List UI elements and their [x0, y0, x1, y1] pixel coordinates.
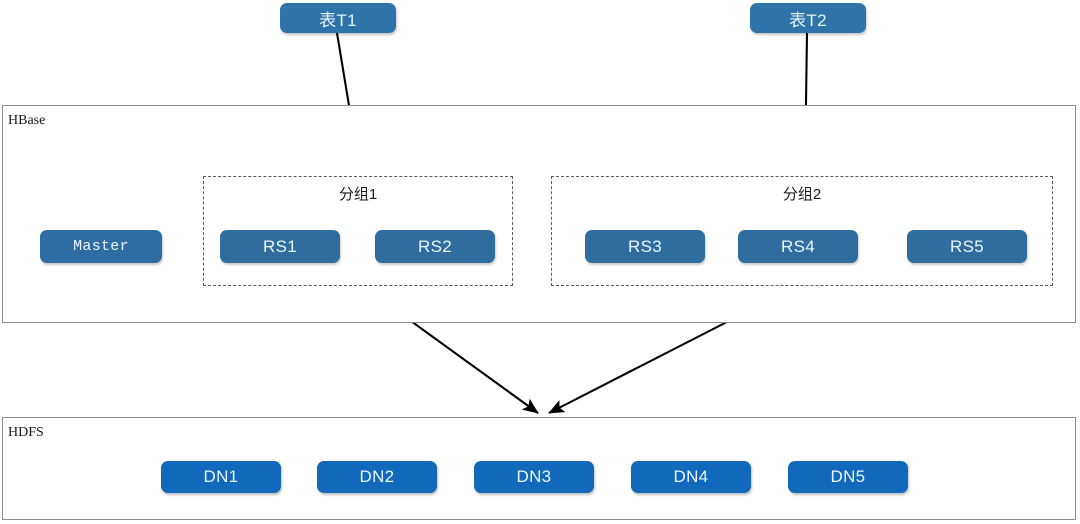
master-node[interactable]: Master	[40, 230, 162, 263]
group-1-label: 分组1	[338, 186, 378, 203]
datanode-node-dn1-label: DN1	[203, 467, 239, 486]
table-node-t2-label: 表T2	[789, 10, 827, 30]
region-server-node-rs1-label: RS1	[263, 236, 297, 256]
region-server-node-rs4[interactable]: RS4	[738, 230, 858, 263]
datanode-node-dn2-label: DN2	[359, 467, 395, 486]
group-box-2: 分组2	[551, 176, 1053, 286]
region-server-node-rs3[interactable]: RS3	[585, 230, 705, 263]
region-server-node-rs5[interactable]: RS5	[907, 230, 1027, 263]
datanode-node-dn4-label: DN4	[673, 467, 709, 486]
region-server-node-rs2[interactable]: RS2	[375, 230, 495, 263]
group-2-label: 分组2	[782, 186, 822, 203]
hbase-panel	[2, 105, 1076, 323]
table-node-t2[interactable]: 表T2	[750, 3, 866, 33]
region-server-node-rs1[interactable]: RS1	[220, 230, 340, 263]
datanode-node-dn5-label: DN5	[830, 467, 866, 486]
region-server-node-rs4-label: RS4	[781, 236, 815, 256]
datanode-node-dn3-label: DN3	[516, 467, 552, 486]
datanode-node-dn4[interactable]: DN4	[631, 461, 751, 493]
datanode-node-dn1[interactable]: DN1	[161, 461, 281, 493]
hbase-panel-label: HBase	[8, 113, 46, 128]
region-server-node-rs3-label: RS3	[628, 236, 662, 256]
group-box-1: 分组1	[203, 176, 513, 286]
datanode-node-dn2[interactable]: DN2	[317, 461, 437, 493]
datanode-node-dn3[interactable]: DN3	[474, 461, 594, 493]
datanode-node-dn5[interactable]: DN5	[788, 461, 908, 493]
master-node-label: Master	[73, 238, 129, 255]
table-node-t1[interactable]: 表T1	[280, 3, 396, 33]
hdfs-panel-label: HDFS	[8, 425, 44, 440]
table-node-t1-label: 表T1	[319, 10, 357, 30]
region-server-node-rs5-label: RS5	[950, 236, 984, 256]
region-server-node-rs2-label: RS2	[418, 236, 452, 256]
